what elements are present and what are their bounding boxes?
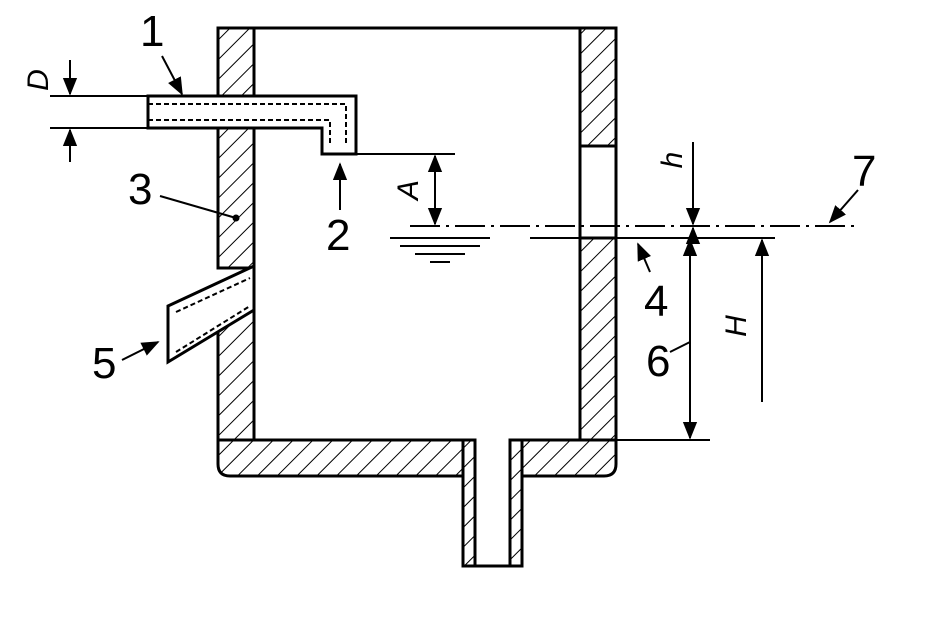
bottom-wall-right: [520, 438, 618, 478]
overflow-pipe-inner-dashed: [175, 277, 251, 353]
leader-7: [828, 189, 859, 224]
label-part-6: 6: [646, 337, 670, 386]
label-dimension-H: H: [720, 315, 753, 337]
bottom-wall-left: [216, 438, 465, 478]
leader-4: [637, 242, 651, 273]
label-part-3: 3: [128, 165, 152, 214]
tank: [216, 26, 618, 478]
leader-5: [121, 341, 160, 361]
label-part-1: 1: [140, 7, 164, 56]
label-dimension-a: A: [392, 180, 425, 202]
drain-pipe-wall-left: [461, 438, 477, 568]
label-dimension-d: D: [22, 69, 55, 91]
label-part-5: 5: [92, 339, 116, 388]
inlet-pipe-inner-dashed: [148, 103, 347, 146]
left-wall-middle: [216, 126, 256, 270]
leader-3-dot: [232, 214, 240, 222]
label-part-4: 4: [644, 277, 668, 326]
overflow-pipe-body: [166, 263, 256, 365]
label-part-7: 7: [852, 147, 876, 196]
leader-6: [669, 341, 691, 353]
drain-pipe: [461, 438, 524, 568]
drain-pipe-wall-right: [508, 438, 524, 568]
dimension-lines: [50, 60, 770, 440]
right-wall-lower: [578, 236, 618, 442]
label-part-2: 2: [326, 211, 350, 260]
label-dimension-h: h: [656, 152, 689, 169]
left-wall-upper: [216, 26, 256, 98]
leader-1: [161, 55, 183, 96]
leader-3: [159, 195, 237, 219]
overflow-slot: [578, 144, 618, 240]
right-wall-upper: [578, 26, 618, 148]
leader-lines: [121, 55, 859, 361]
water-surface: [390, 237, 490, 263]
level-lines: [410, 225, 855, 441]
overflow-pipe: [166, 263, 256, 365]
